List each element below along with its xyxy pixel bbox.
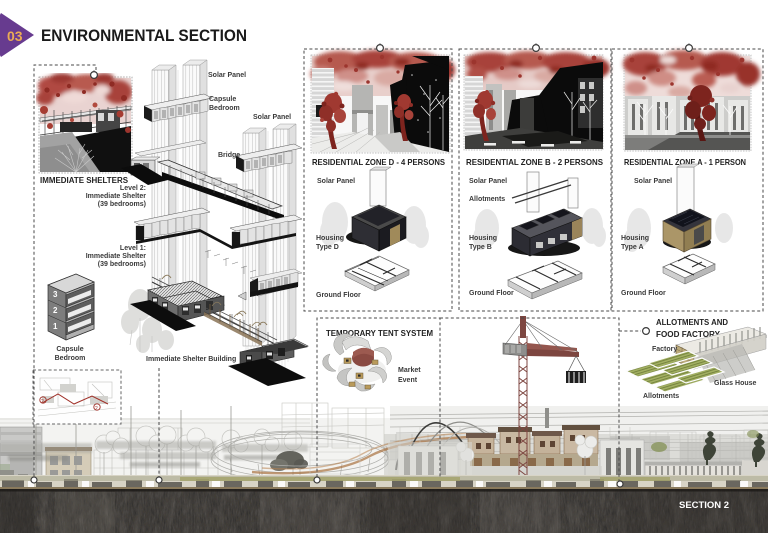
- svg-text:Solar Panel: Solar Panel: [469, 178, 507, 185]
- svg-text:TEMPORARY TENT SYSTEM: TEMPORARY TENT SYSTEM: [326, 328, 433, 338]
- svg-text:03: 03: [7, 28, 23, 44]
- svg-text:Housing: Housing: [316, 235, 344, 242]
- svg-text:RESIDENTIAL ZONE A - 1 PERSON: RESIDENTIAL ZONE A - 1 PERSON: [624, 158, 746, 167]
- svg-text:Type D: Type D: [316, 244, 339, 251]
- svg-text:Factory: Factory: [652, 346, 677, 353]
- svg-text:Level 2:: Level 2:: [120, 185, 146, 192]
- svg-text:ALLOTMENTS AND: ALLOTMENTS AND: [656, 317, 728, 327]
- svg-text:RESIDENTIAL ZONE B - 2 PERSONS: RESIDENTIAL ZONE B - 2 PERSONS: [466, 158, 604, 167]
- svg-text:SECTION 2: SECTION 2: [679, 500, 729, 511]
- svg-text:Immediate Shelter: Immediate Shelter: [86, 193, 147, 200]
- svg-text:Allotments: Allotments: [469, 196, 505, 203]
- svg-text:Ground Floor: Ground Floor: [621, 290, 666, 297]
- svg-text:(39 bedrooms): (39 bedrooms): [98, 201, 146, 208]
- svg-text:3: 3: [53, 290, 58, 299]
- svg-text:Immediate Shelter Building: Immediate Shelter Building: [146, 356, 236, 363]
- svg-text:FOOD FACTORY: FOOD FACTORY: [656, 329, 720, 339]
- svg-text:Solar Panel: Solar Panel: [634, 178, 672, 185]
- svg-text:Solar Panel: Solar Panel: [208, 72, 246, 79]
- svg-text:Glass House: Glass House: [714, 380, 757, 387]
- svg-text:2: 2: [41, 399, 44, 405]
- svg-text:Ground Floor: Ground Floor: [316, 292, 361, 299]
- svg-text:Bridge: Bridge: [218, 152, 240, 159]
- svg-text:Housing: Housing: [621, 235, 649, 242]
- svg-text:(39 bedrooms): (39 bedrooms): [98, 261, 146, 268]
- svg-text:Market: Market: [398, 367, 421, 374]
- svg-text:2: 2: [53, 306, 58, 315]
- svg-text:2: 2: [95, 406, 98, 412]
- svg-text:Level 1:: Level 1:: [120, 245, 146, 252]
- svg-text:Bedroom: Bedroom: [55, 355, 86, 362]
- svg-text:Immediate Shelter: Immediate Shelter: [86, 253, 147, 260]
- svg-text:Solar Panel: Solar Panel: [253, 114, 291, 121]
- svg-text:Type A: Type A: [621, 244, 644, 251]
- svg-text:Type B: Type B: [469, 244, 492, 251]
- svg-text:Capsule: Capsule: [209, 96, 236, 103]
- svg-text:Housing: Housing: [469, 235, 497, 242]
- svg-text:Capsule: Capsule: [56, 346, 83, 353]
- svg-text:Ground Floor: Ground Floor: [469, 290, 514, 297]
- svg-text:Solar Panel: Solar Panel: [317, 178, 355, 185]
- svg-text:1: 1: [53, 322, 58, 331]
- svg-text:RESIDENTIAL ZONE D - 4 PERSONS: RESIDENTIAL ZONE D - 4 PERSONS: [312, 158, 445, 167]
- svg-text:Bedroom: Bedroom: [209, 105, 240, 112]
- svg-text:Event: Event: [398, 377, 418, 384]
- svg-text:Allotments: Allotments: [643, 393, 679, 400]
- svg-text:ENVIRONMENTAL SECTION: ENVIRONMENTAL SECTION: [41, 26, 247, 45]
- svg-text:IMMEDIATE SHELTERS: IMMEDIATE SHELTERS: [40, 175, 128, 185]
